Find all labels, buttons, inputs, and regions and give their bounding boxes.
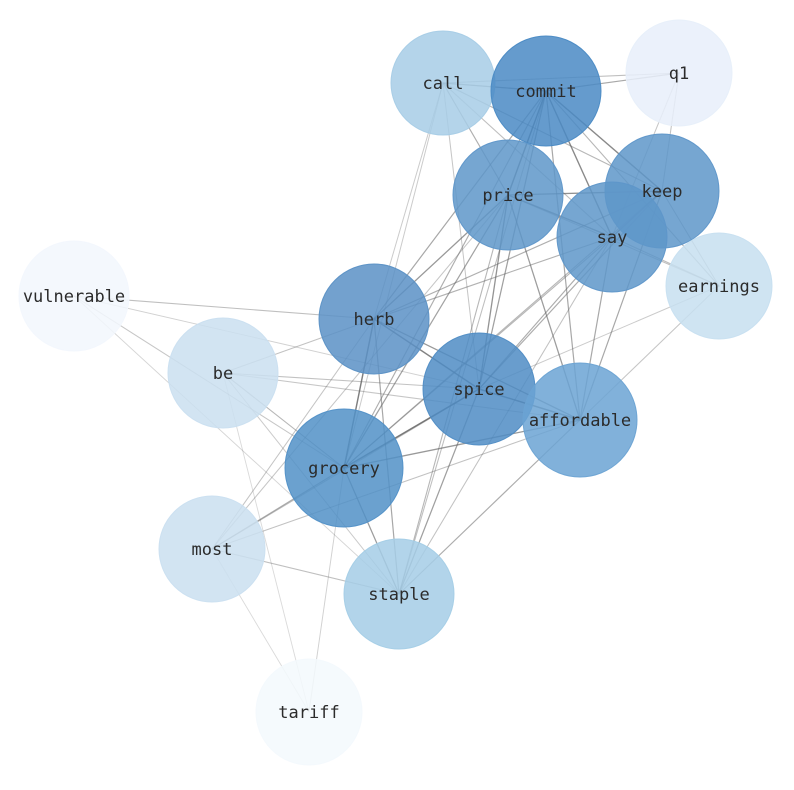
graph-node-commit[interactable] bbox=[490, 35, 602, 147]
graph-edge bbox=[73, 295, 480, 390]
graph-edge bbox=[73, 295, 400, 595]
graph-node-q1[interactable] bbox=[625, 19, 733, 127]
graph-node-label-most: most bbox=[192, 540, 233, 560]
graph-node-label-affordable: affordable bbox=[529, 411, 631, 431]
graph-node-say[interactable] bbox=[556, 181, 668, 293]
graph-node-grocery[interactable] bbox=[284, 408, 404, 528]
graph-node-affordable[interactable] bbox=[522, 362, 638, 478]
graph-node-label-commit: commit bbox=[515, 82, 576, 102]
graph-node-label-call: call bbox=[423, 74, 464, 94]
graph-node-label-earnings: earnings bbox=[678, 277, 760, 297]
graph-node-label-grocery: grocery bbox=[308, 459, 380, 479]
graph-node-herb[interactable] bbox=[318, 263, 430, 375]
graph-node-label-tariff: tariff bbox=[278, 703, 339, 723]
graph-node-vulnerable[interactable] bbox=[18, 240, 130, 352]
nodes-layer bbox=[18, 19, 773, 766]
graph-node-staple[interactable] bbox=[343, 538, 455, 650]
graph-node-label-be: be bbox=[213, 364, 233, 384]
graph-node-earnings[interactable] bbox=[665, 232, 773, 340]
graph-node-label-keep: keep bbox=[642, 182, 683, 202]
graph-node-label-q1: q1 bbox=[669, 64, 689, 84]
graph-node-label-say: say bbox=[597, 228, 628, 248]
graph-edge bbox=[222, 372, 310, 713]
graph-node-price[interactable] bbox=[452, 139, 564, 251]
graph-node-be[interactable] bbox=[167, 317, 279, 429]
graph-node-label-staple: staple bbox=[368, 585, 429, 605]
graph-node-label-herb: herb bbox=[354, 310, 395, 330]
graph-node-tariff[interactable] bbox=[255, 658, 363, 766]
graph-node-label-price: price bbox=[482, 186, 533, 206]
graph-node-label-spice: spice bbox=[453, 380, 504, 400]
graph-node-most[interactable] bbox=[158, 495, 266, 603]
labels-layer: call commit q1 price keep say earnings vulnerab… bbox=[23, 64, 760, 723]
graph-node-label-vulnerable: vulnerable bbox=[23, 287, 125, 307]
